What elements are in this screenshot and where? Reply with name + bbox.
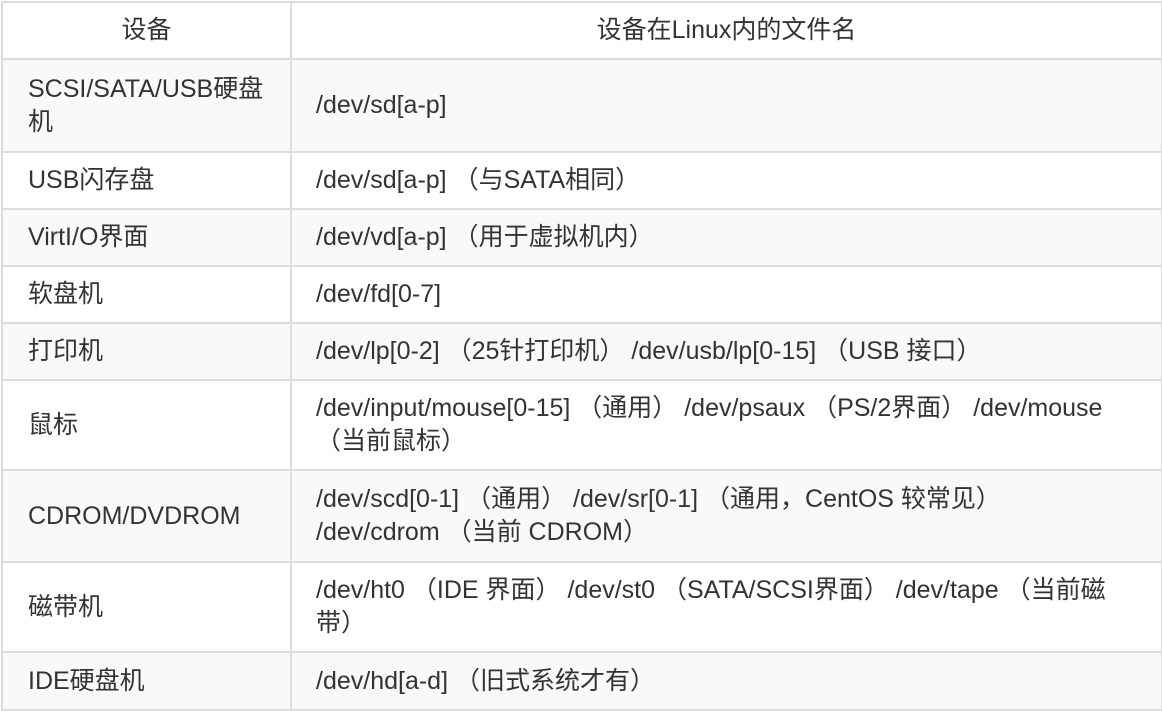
path-cell: /dev/sd[a-p] （与SATA相同）: [290, 151, 1162, 210]
table-row: VirtI/O界面 /dev/vd[a-p] （用于虚拟机内）: [1, 208, 1162, 267]
table-row: 打印机 /dev/lp[0-2] （25针打印机） /dev/usb/lp[0-…: [1, 322, 1162, 381]
device-cell: 打印机: [1, 322, 292, 381]
device-cell: CDROM/DVDROM: [1, 469, 292, 563]
path-cell: /dev/hd[a-d] （旧式系统才有）: [290, 651, 1162, 711]
device-cell: VirtI/O界面: [1, 208, 292, 267]
device-cell: 磁带机: [1, 561, 292, 653]
table-row: CDROM/DVDROM /dev/scd[0-1] （通用） /dev/sr[…: [1, 469, 1162, 563]
path-cell: /dev/lp[0-2] （25针打印机） /dev/usb/lp[0-15] …: [290, 322, 1162, 381]
path-cell: /dev/fd[0-7]: [290, 265, 1162, 324]
path-cell: /dev/input/mouse[0-15] （通用） /dev/psaux （…: [290, 379, 1162, 471]
path-cell: /dev/scd[0-1] （通用） /dev/sr[0-1] （通用，Cent…: [290, 469, 1162, 563]
device-cell: IDE硬盘机: [1, 651, 292, 711]
device-cell: USB闪存盘: [1, 151, 292, 210]
path-cell: /dev/ht0 （IDE 界面） /dev/st0 （SATA/SCSI界面）…: [290, 561, 1162, 653]
path-cell: /dev/vd[a-p] （用于虚拟机内）: [290, 208, 1162, 267]
table-row: SCSI/SATA/USB硬盘机 /dev/sd[a-p]: [1, 58, 1162, 153]
header-linux-filename: 设备在Linux内的文件名: [290, 1, 1162, 60]
table-header-row: 设备 设备在Linux内的文件名: [1, 1, 1162, 60]
table-row: 鼠标 /dev/input/mouse[0-15] （通用） /dev/psau…: [1, 379, 1162, 471]
table-row: USB闪存盘 /dev/sd[a-p] （与SATA相同）: [1, 151, 1162, 210]
device-cell: SCSI/SATA/USB硬盘机: [1, 58, 292, 153]
header-device: 设备: [1, 1, 292, 60]
device-cell: 软盘机: [1, 265, 292, 324]
path-cell: /dev/sd[a-p]: [290, 58, 1162, 153]
device-cell: 鼠标: [1, 379, 292, 471]
table-row: IDE硬盘机 /dev/hd[a-d] （旧式系统才有）: [1, 651, 1162, 711]
table-row: 磁带机 /dev/ht0 （IDE 界面） /dev/st0 （SATA/SCS…: [1, 561, 1162, 653]
table-row: 软盘机 /dev/fd[0-7]: [1, 265, 1162, 324]
